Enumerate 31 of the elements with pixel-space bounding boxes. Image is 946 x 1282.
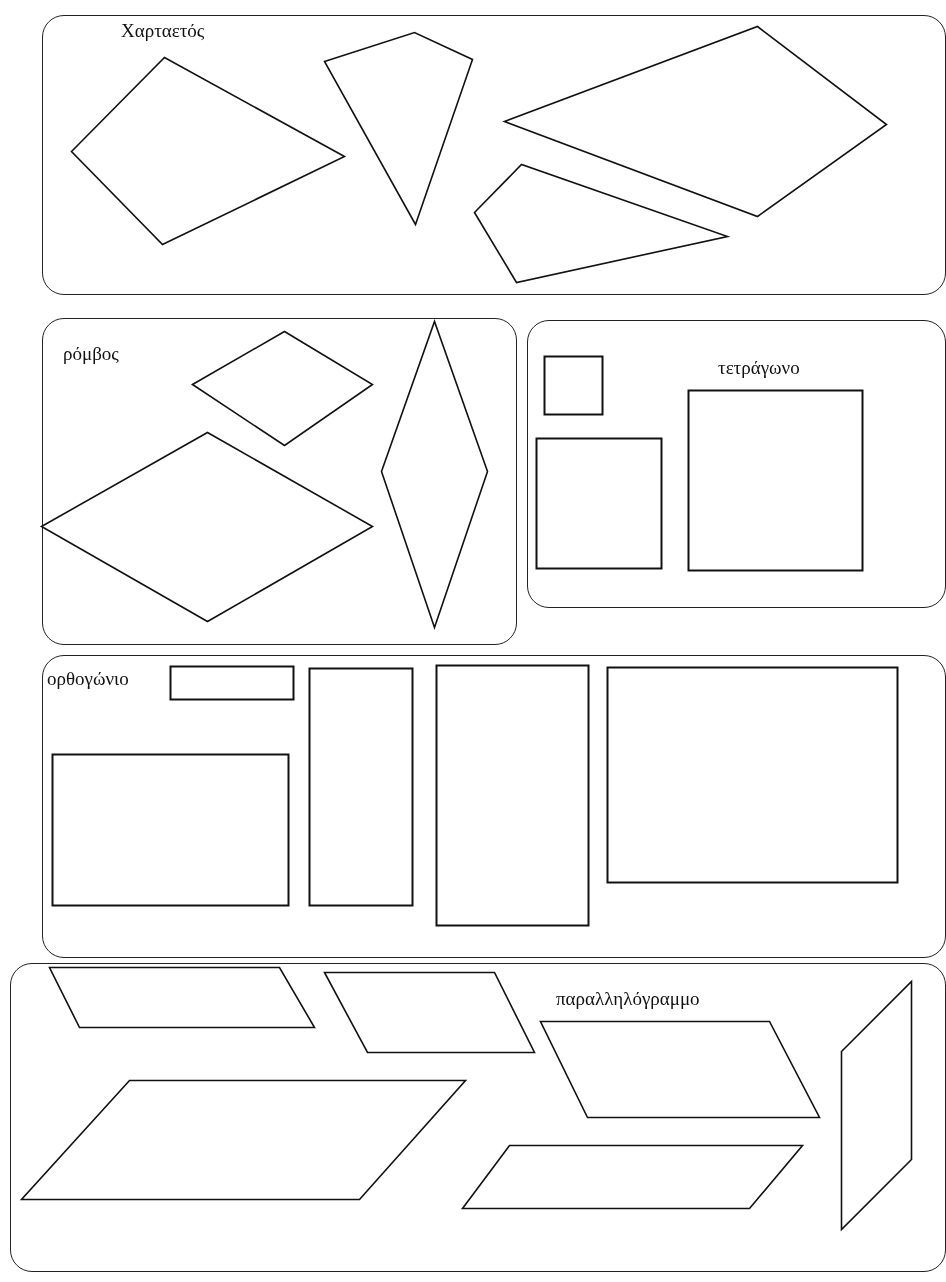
rhombus-shape (39, 431, 375, 623)
rhombus-shape (191, 330, 374, 447)
group-heading: ρόμβος (63, 343, 119, 365)
kite-shape (502, 25, 888, 218)
group-heading: ορθογώνιο (47, 668, 129, 690)
rhombus-shape (380, 319, 489, 630)
rectangle-shape (308, 667, 414, 907)
rectangle-shape (606, 666, 899, 884)
kite-shape (473, 163, 731, 284)
group-panel (42, 318, 517, 645)
group-heading: τετράγωνο (718, 357, 800, 379)
group-heading: Χαρταετός (121, 20, 205, 42)
rectangle-shape (687, 389, 864, 572)
parallelogram-shape (539, 1020, 821, 1119)
group-panel (527, 320, 946, 608)
kite-shape (70, 56, 347, 246)
parallelogram-shape (460, 1144, 805, 1210)
rectangle-shape (169, 665, 295, 701)
rectangle-shape (51, 753, 290, 907)
group-heading: παραλληλόγραμμο (556, 988, 700, 1010)
group-panel (42, 15, 946, 295)
rectangle-shape (543, 355, 604, 416)
parallelogram-shape (48, 966, 316, 1029)
kite-shape (323, 31, 474, 227)
parallelogram-shape (323, 971, 536, 1054)
rectangle-shape (435, 664, 590, 927)
parallelogram-shape (840, 979, 913, 1232)
parallelogram-shape (19, 1079, 468, 1201)
rectangle-shape (535, 437, 663, 570)
group-panel (10, 963, 946, 1272)
group-panel (42, 655, 946, 958)
